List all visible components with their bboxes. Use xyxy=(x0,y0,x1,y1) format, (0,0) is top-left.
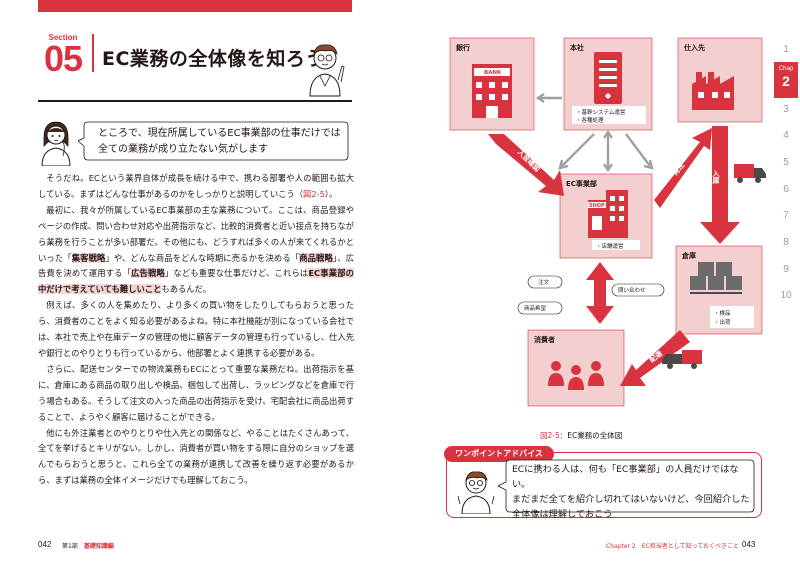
section-word: Section xyxy=(48,33,78,42)
chapter-tab-1[interactable]: 1 xyxy=(783,44,789,55)
shop-building-icon xyxy=(588,190,628,238)
quote-text: ところで、現在所属しているEC事業部の仕事だけでは 全ての業務が成り立たない気が… xyxy=(98,126,346,158)
boxes-icon xyxy=(690,262,742,294)
truck-icon xyxy=(662,350,702,369)
figure-reference: 図2-5 xyxy=(303,188,325,199)
chapter-tab-8[interactable]: 8 xyxy=(783,237,789,248)
order-tag-label: 注文 xyxy=(538,278,550,286)
quote-line-1: ところで、現在所属しているEC事業部の仕事だけでは xyxy=(98,128,341,139)
delivery-arrow xyxy=(620,330,690,386)
footer-part-label: 第1部 基礎知識編 xyxy=(62,543,114,550)
title-underline xyxy=(38,100,352,102)
inquiry-tag-label: 問い合わせ xyxy=(618,286,646,294)
hq-item-1: ・基幹システム運営 xyxy=(576,108,626,116)
woman-character-icon xyxy=(41,121,71,166)
chapter-tab-7[interactable]: 7 xyxy=(783,210,789,221)
stock-arrow xyxy=(700,126,740,244)
payment-arrow xyxy=(488,134,564,196)
paragraph-1: そうだね。ECという業界自体が成長を続ける中で、携わる部署や人の範囲も拡大してい… xyxy=(38,173,354,199)
speech-bubble xyxy=(78,121,349,161)
chapter-tab-4[interactable]: 4 xyxy=(783,130,789,141)
server-icon xyxy=(594,52,622,104)
chapter-tab-5[interactable]: 5 xyxy=(783,157,789,168)
paragraph-4: さらに、配送センターでの物流業務もECにとって重要な業務だね。出荷指示を基に、倉… xyxy=(38,363,354,422)
review-tag xyxy=(517,301,563,315)
speech-bubble xyxy=(498,459,755,513)
section-number: 05 xyxy=(43,38,83,79)
bank-label: 銀行 xyxy=(456,43,470,52)
advice-line-1: ECに携わる人は、何も「EC事業部」の人員だけではない。 xyxy=(512,464,739,490)
ec-label: EC事業部 xyxy=(566,179,597,188)
consumers-icon xyxy=(548,361,604,390)
warehouse-label: 倉庫 xyxy=(681,251,696,260)
chapter-tab-6[interactable]: 6 xyxy=(783,184,789,195)
body-text: そうだね。ECという業界自体が成長を続ける中で、携わる部署や人の範囲も拡大してい… xyxy=(38,171,354,489)
shop-sign: SHOP xyxy=(589,203,605,209)
highlight-term: 集客戦略 xyxy=(71,252,106,263)
review-tag-label: 商品希望 xyxy=(524,304,547,312)
consumer-label: 消費者 xyxy=(534,335,555,344)
supplier-label: 仕入先 xyxy=(683,43,705,52)
top-accent-bar xyxy=(38,0,352,12)
chapter-tab-9[interactable]: 9 xyxy=(783,264,789,275)
man-character-icon xyxy=(457,471,495,514)
warehouse-item-2: ・出荷 xyxy=(714,318,731,326)
highlight-term: 広告戦略 xyxy=(131,268,165,279)
hq-item-2: ・各種処理 xyxy=(576,116,604,124)
page-number-right: 043 xyxy=(742,540,756,549)
chapter-tab-10[interactable]: 10 xyxy=(780,290,792,301)
page-number-left: 042 xyxy=(38,540,52,549)
footer-chapter-label: Chapter 2 EC担当者として知っておくべきこと xyxy=(606,543,740,550)
quote-line-2: 全ての業務が成り立たない気がします xyxy=(98,144,268,155)
highlight-term: 商品戦略 xyxy=(299,252,333,263)
advice-text: ECに携わる人は、何も「EC事業部」の人員だけではない。 まだまだ全てを紹介し切… xyxy=(512,462,752,522)
section-divider xyxy=(92,34,94,72)
bank-building-icon xyxy=(472,64,512,118)
warehouse-item-1: ・検品 xyxy=(714,309,731,317)
figure-caption: 図2-5：EC業務の全体図 xyxy=(540,431,623,440)
grey-arrows xyxy=(535,93,654,173)
advice-line-2: まだまだ全てを紹介し切れてはいないけど、今回紹介した xyxy=(512,494,750,505)
truck-icon xyxy=(734,164,766,183)
paragraph-3: 例えば、多くの人を集めたり、より多くの買い物をしたりしてもらおうと思ったら、消費… xyxy=(38,300,354,358)
advice-tab: ワンポイントアドバイス xyxy=(444,446,554,462)
ec-business-diagram: 銀行 本社 仕入先 EC事業部 倉庫 消費者 BANK ・基幹システム運営 ・各… xyxy=(449,37,766,407)
bank-sign: BANK xyxy=(484,70,502,76)
paragraph-2: 最初に、我々が所属しているEC事業部の主な業務について。ここは、商品登録やページ… xyxy=(38,204,354,295)
stock-arrow-label: 入庫 xyxy=(712,170,721,185)
consumer-ec-arrow xyxy=(586,262,614,324)
paragraph-5: 他にも外注業者とのやりとりや仕入先との関係など、やることはたくさんあって、全てを… xyxy=(38,427,354,486)
order-tag xyxy=(527,275,563,289)
man-character-icon xyxy=(309,44,345,97)
chapter-tab-3[interactable]: 3 xyxy=(783,104,789,115)
factory-icon xyxy=(692,72,734,110)
page-title: EC業務の全体像を知ろう xyxy=(102,48,325,70)
ec-item-1: ・店舗運営 xyxy=(596,242,624,250)
hq-label: 本社 xyxy=(569,43,584,52)
inquiry-tag xyxy=(611,283,665,297)
chapter-tab-active[interactable]: Chap 2 xyxy=(774,62,798,98)
advice-line-3: 全体像は理解しておこう xyxy=(512,509,613,520)
order-arrow xyxy=(654,128,712,208)
